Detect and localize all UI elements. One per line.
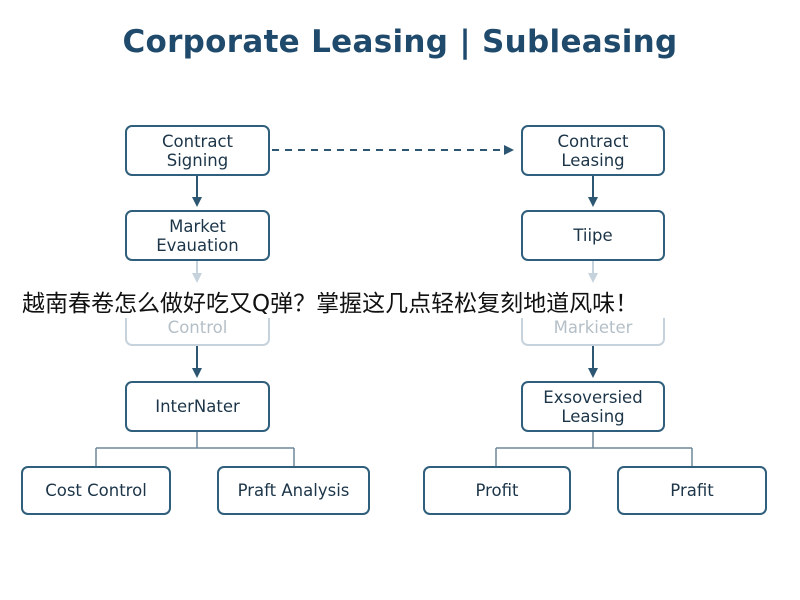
node-tiipe: Tiipe (521, 210, 665, 261)
node-contract-leasing-label: Contract Leasing (557, 131, 629, 170)
node-profit-analysis-label: Praft Analysis (237, 481, 350, 500)
diagram-title: Corporate Leasing | Subleasing (122, 24, 678, 60)
node-contract-signing-label: Contract Signing (162, 131, 233, 170)
node-cost-control: Cost Control (21, 466, 171, 515)
node-prafit-label: Prafit (670, 481, 714, 500)
node-profit-analysis: Praft Analysis (217, 466, 370, 515)
node-prafit: Prafit (617, 466, 767, 515)
node-cost-control-label: Cost Control (45, 481, 147, 500)
node-exsoversied-leasing: Exsoversied Leasing (521, 381, 665, 432)
node-internater-label: InterNater (155, 397, 240, 416)
overlay-caption: 越南春卷怎么做好吃又Q弹？掌握这几点轻松复刻地道风味！ (22, 284, 792, 318)
node-profit: Profit (423, 466, 571, 515)
node-market-evaluation: Market Evauation (125, 210, 270, 261)
node-markieter-label: Markieter (553, 318, 633, 337)
node-internater: InterNater (125, 381, 270, 432)
node-market-evaluation-label: Market Evauation (156, 216, 239, 255)
node-contract-signing: Contract Signing (125, 125, 270, 176)
node-tiipe-label: Tiipe (573, 226, 613, 245)
node-control-label: Control (167, 318, 228, 337)
node-exsoversied-leasing-label: Exsoversied Leasing (543, 387, 643, 426)
node-profit-label: Profit (475, 481, 519, 500)
node-contract-leasing: Contract Leasing (521, 125, 665, 176)
